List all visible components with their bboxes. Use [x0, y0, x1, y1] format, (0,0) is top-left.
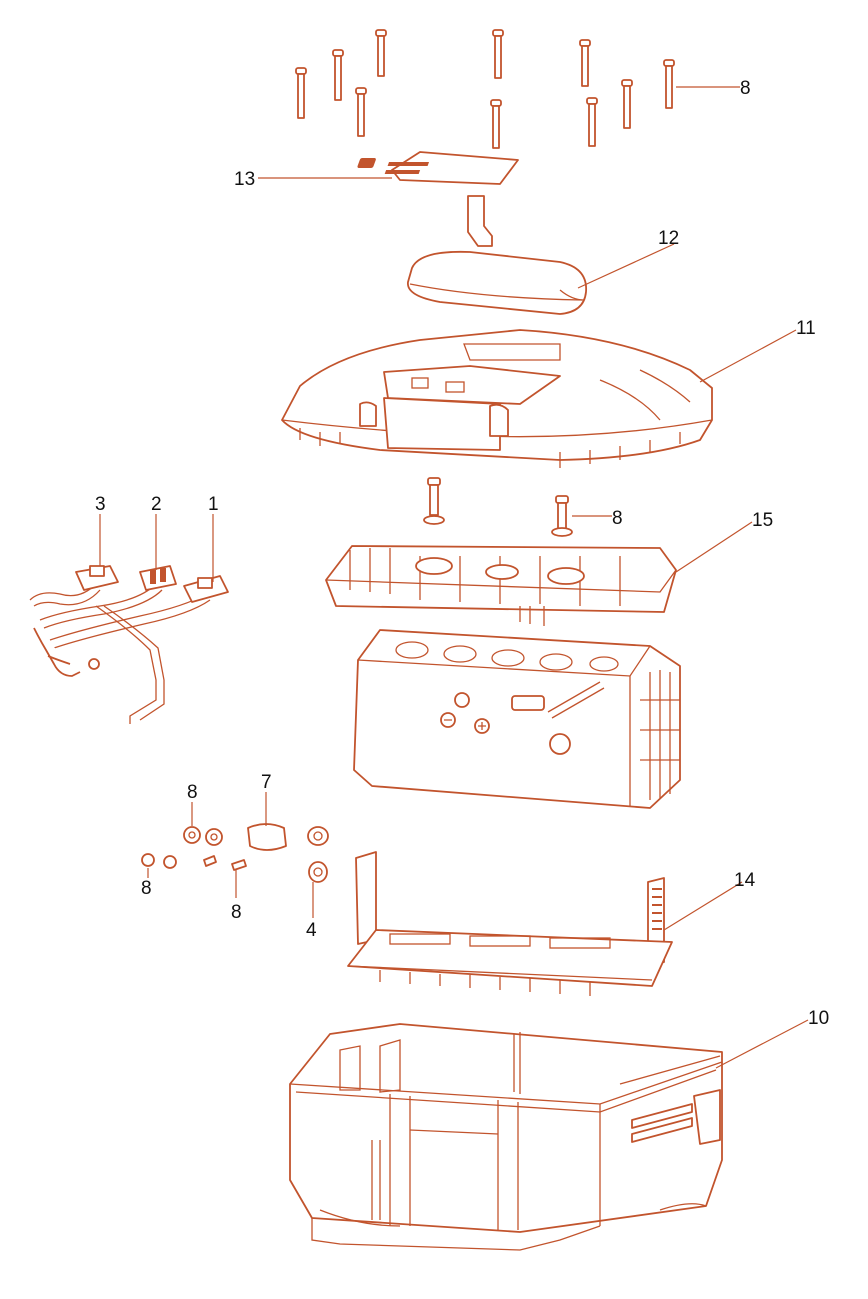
label-8-top: 8: [740, 78, 751, 99]
screw-10: [586, 97, 598, 147]
top-lid-11: [281, 329, 713, 468]
top-screws: [295, 29, 675, 149]
label-10: 10: [808, 1008, 829, 1029]
connector-1: [183, 575, 229, 603]
small-screws: [203, 855, 247, 871]
screw-8: [355, 87, 367, 137]
connector-2: [139, 565, 177, 591]
small-parts: [141, 823, 329, 883]
label-3: 3: [95, 494, 106, 515]
label-14: 14: [734, 870, 756, 891]
control-panel-13: [357, 151, 519, 247]
grommet-top: [307, 826, 329, 846]
washer-8-top: [183, 826, 201, 844]
screw-2: [492, 29, 504, 79]
bottom-tray-14: [347, 851, 673, 996]
part-number-labels: 8 13 12 11 8 15 3 2 1 8 7 8 8 4 14 10: [95, 78, 829, 1029]
mid-screws: [423, 477, 573, 537]
cap-7: [247, 823, 287, 851]
nut-left: [141, 853, 177, 869]
base-box-10: [289, 1023, 723, 1251]
label-12: 12: [658, 228, 679, 249]
washer-8-mid: [205, 828, 223, 846]
screw-5: [295, 67, 307, 119]
label-4: 4: [306, 920, 317, 941]
label-2: 2: [151, 494, 162, 515]
connector-3: [75, 565, 119, 591]
label-13: 13: [234, 169, 255, 190]
label-8-mid: 8: [612, 508, 623, 529]
screw-6: [663, 59, 675, 109]
leader-lines: [99, 86, 809, 1069]
top-frame-15: [325, 545, 677, 626]
screw-3: [579, 39, 591, 87]
screw-1: [375, 29, 387, 77]
grommet-4: [308, 861, 328, 883]
label-15: 15: [752, 510, 773, 531]
label-8-nut: 8: [141, 878, 152, 899]
mid-screw-b: [551, 495, 573, 537]
label-8-screw: 8: [231, 902, 242, 923]
display-cover-12: [407, 250, 587, 315]
label-7: 7: [261, 772, 272, 793]
screw-9: [490, 99, 502, 149]
mid-screw-a: [423, 477, 445, 525]
label-1: 1: [208, 494, 219, 515]
wiring-harness: [29, 565, 229, 724]
screw-4: [332, 49, 344, 101]
battery-pack: [353, 629, 681, 809]
label-8-washer: 8: [187, 782, 198, 803]
label-11: 11: [796, 318, 816, 339]
screw-7: [621, 79, 633, 129]
